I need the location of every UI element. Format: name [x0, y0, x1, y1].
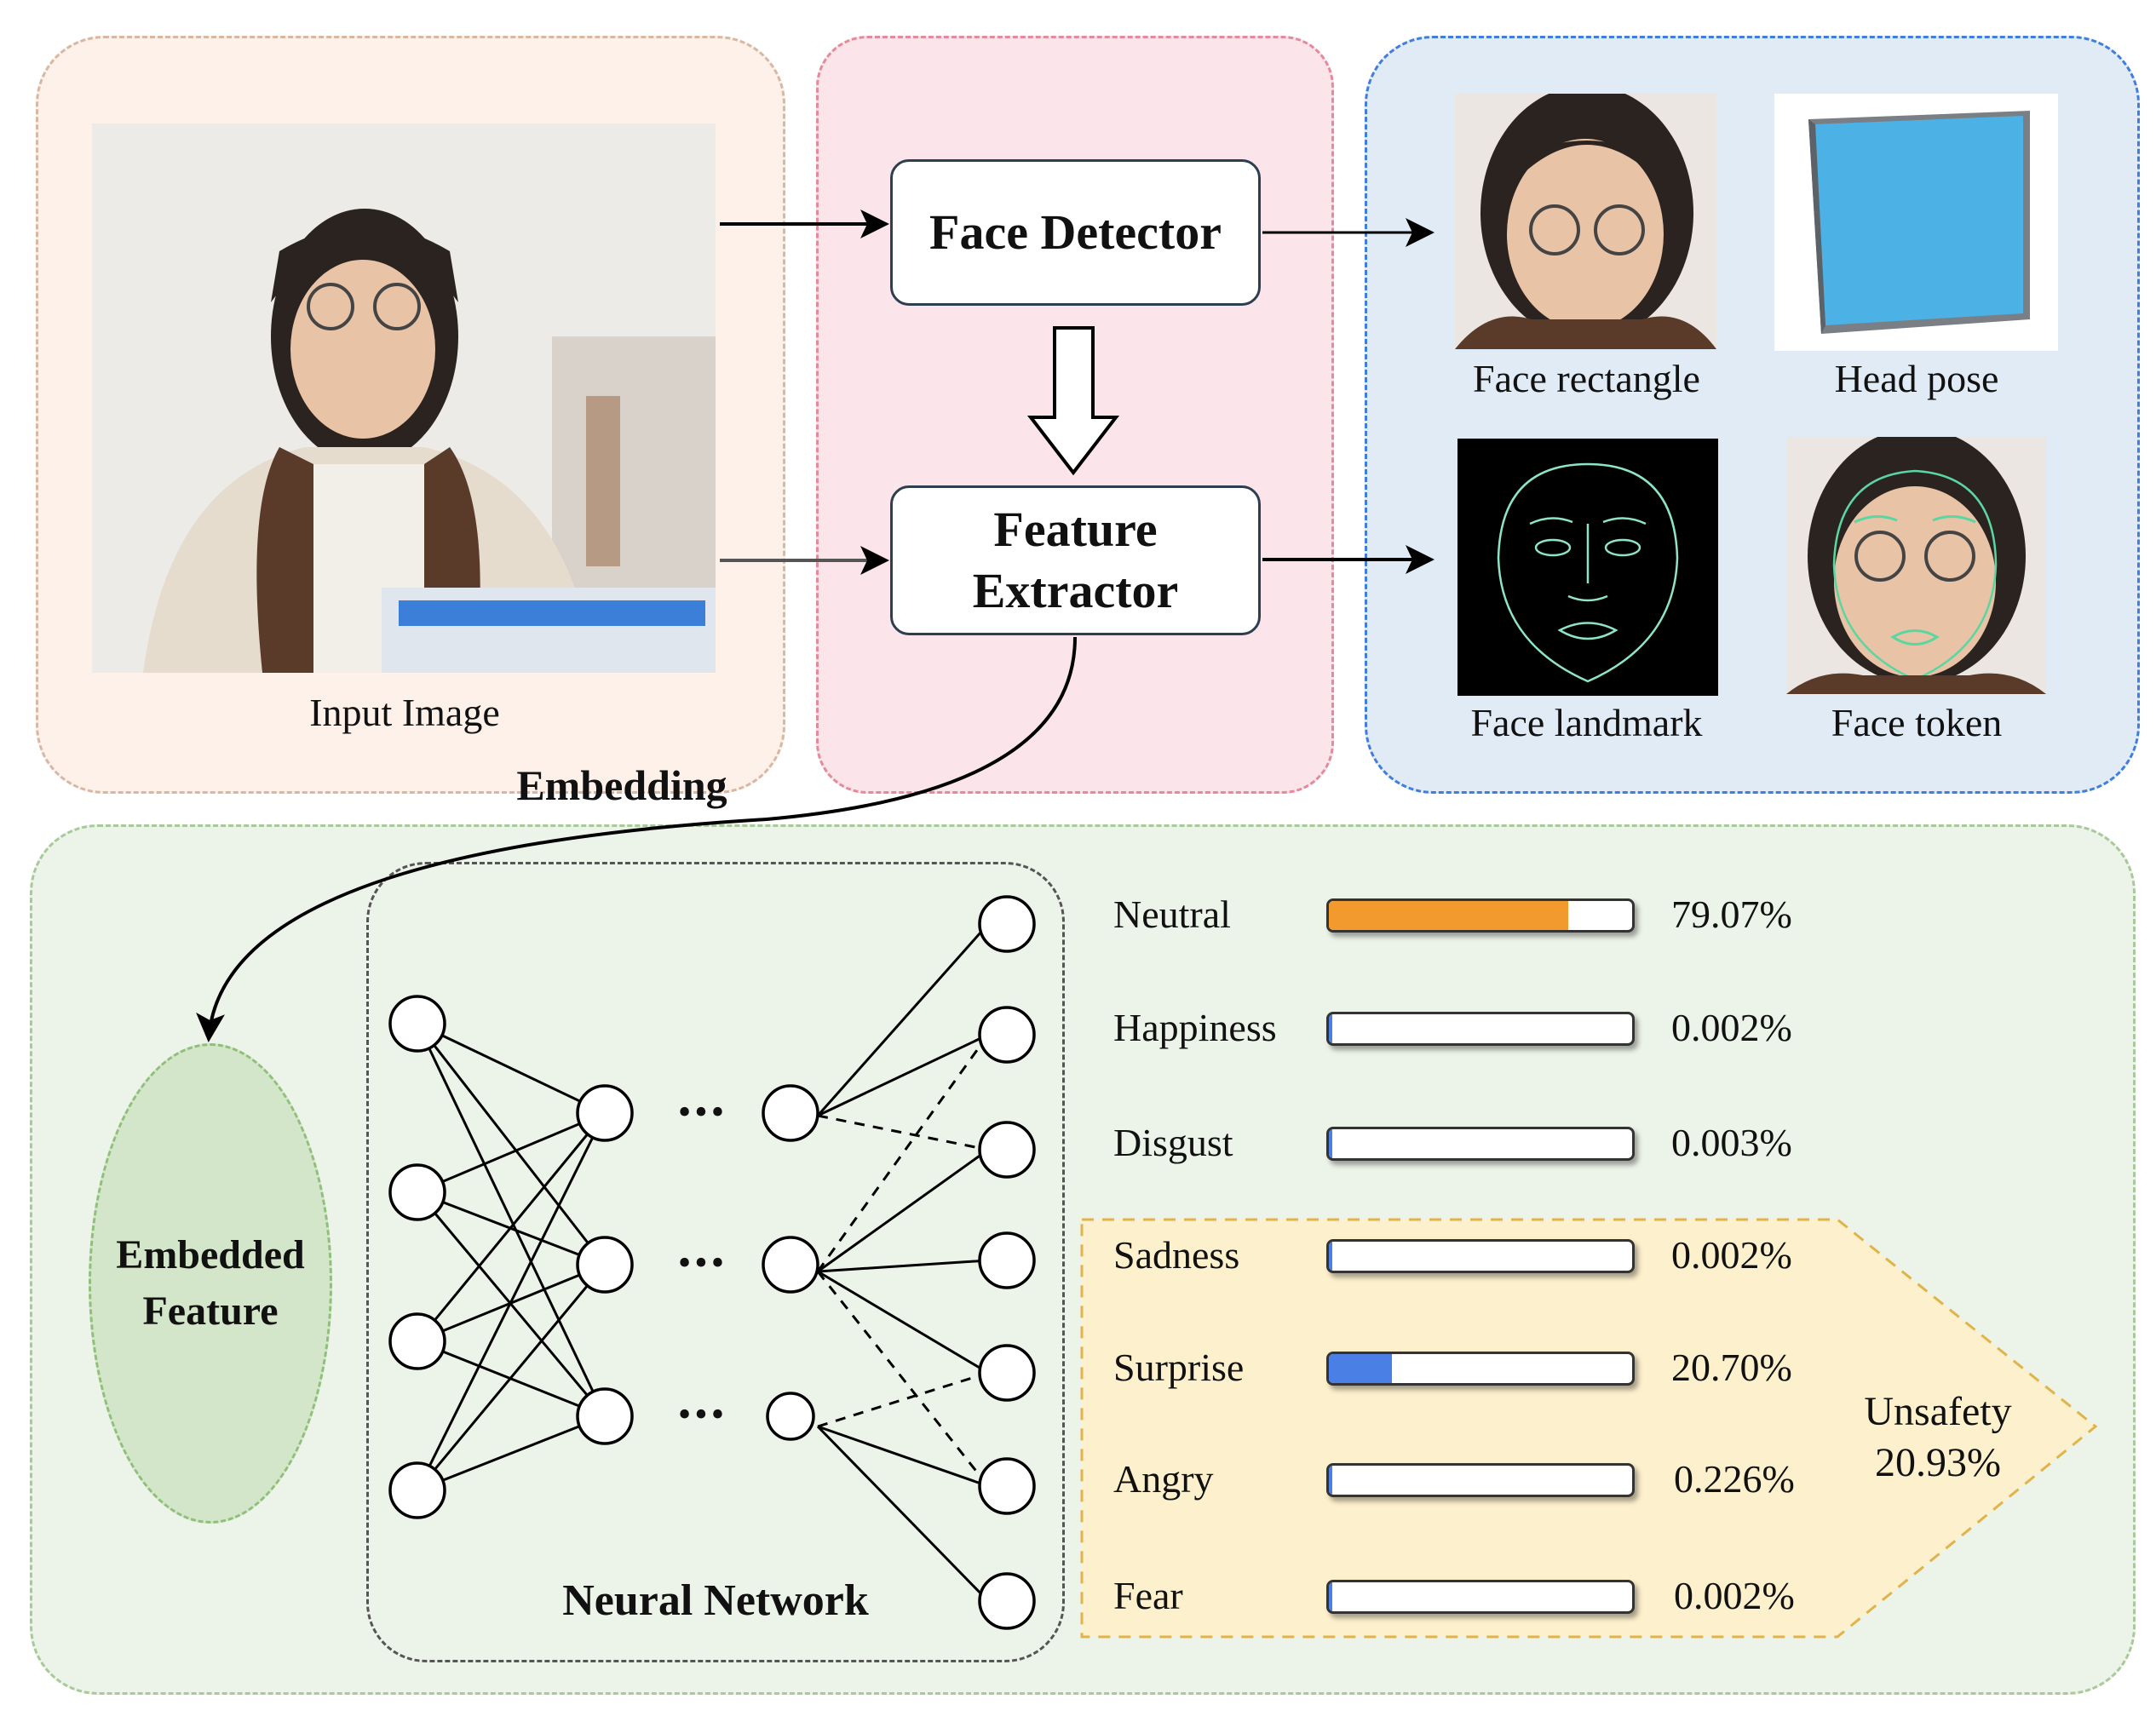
unsafety-label: Unsafety [1864, 1389, 2012, 1434]
nn-input-edges [416, 1022, 607, 1492]
emotion-value: 0.003% [1671, 1121, 1792, 1164]
face-rectangle-image [1455, 94, 1716, 349]
emotion-value: 0.002% [1674, 1574, 1795, 1617]
embedded-feature-node: Embedded Feature [89, 1043, 332, 1524]
nn-hidden-node [576, 1387, 634, 1445]
nn-hidden-node [576, 1084, 634, 1142]
emotion-bar-fill [1329, 1354, 1392, 1383]
embedded-feature-label-line2: Feature [142, 1289, 279, 1334]
emotion-bar-fill [1329, 1582, 1332, 1611]
emotion-bar [1326, 1352, 1635, 1386]
emotion-label: Happiness [1113, 1006, 1277, 1049]
nn-ellipsis: ••• [677, 1393, 728, 1435]
nn-output-node [978, 1231, 1036, 1289]
neural-network-label: Neural Network [562, 1576, 869, 1625]
nn-output-node [978, 1457, 1036, 1515]
face-rectangle-caption: Face rectangle [1473, 357, 1700, 400]
emotion-bar [1326, 1012, 1635, 1046]
emotion-value: 0.002% [1671, 1006, 1792, 1049]
emotion-value: 0.002% [1671, 1233, 1792, 1277]
nn-ellipsis: ••• [677, 1242, 728, 1283]
face-token-image [1786, 437, 2046, 694]
face-token-caption: Face token [1831, 701, 2003, 744]
feature-extractor-box: Feature Extractor [890, 485, 1261, 635]
nn-input-node [388, 1312, 446, 1370]
face-detector-box: Face Detector [890, 159, 1261, 306]
embedded-feature-label-line1: Embedded [116, 1232, 305, 1277]
head-pose-image [1774, 94, 2058, 351]
emotion-bar-fill [1329, 1242, 1332, 1271]
nn-hidden-node [576, 1236, 634, 1294]
arrow-detector-to-extractor [1026, 326, 1120, 476]
emotion-label: Sadness [1113, 1233, 1240, 1277]
emotion-label: Angry [1113, 1457, 1214, 1501]
nn-input-node [388, 1163, 446, 1221]
nn-output-node [978, 1006, 1036, 1064]
nn-output-node [978, 1344, 1036, 1402]
emotion-bar-fill [1329, 901, 1568, 930]
emotion-bar [1326, 1580, 1635, 1614]
input-image [92, 123, 716, 673]
feature-extractor-label-line1: Feature [993, 502, 1158, 557]
nn-output-node [978, 1572, 1036, 1630]
neural-network-container [366, 862, 1065, 1662]
nn-output-node [978, 895, 1036, 953]
input-image-caption: Input Image [309, 691, 500, 734]
nn-nodes [388, 895, 1036, 1630]
embedding-label: Embedding [516, 761, 727, 809]
nn-hidden-node [766, 1392, 815, 1441]
nn-output-edges [816, 923, 990, 1603]
unsafety-value: 20.93% [1875, 1440, 2001, 1485]
emotion-value: 79.07% [1671, 893, 1792, 936]
emotion-label: Neutral [1113, 893, 1231, 936]
emotion-bar [1326, 1463, 1635, 1497]
nn-ellipsis: ••• [677, 1091, 728, 1133]
emotion-bar [1326, 1127, 1635, 1161]
head-pose-caption: Head pose [1834, 357, 1999, 400]
feature-extractor-label-line2: Extractor [972, 563, 1179, 618]
face-landmark-caption: Face landmark [1470, 701, 1703, 744]
emotion-bar-fill [1329, 1014, 1332, 1043]
emotion-bar [1326, 1239, 1635, 1273]
emotion-value: 20.70% [1671, 1346, 1792, 1389]
nn-output-node [978, 1121, 1036, 1179]
emotion-label: Surprise [1113, 1346, 1245, 1389]
face-landmark-image [1457, 439, 1718, 696]
nn-input-node [388, 995, 446, 1053]
emotion-bar-fill [1329, 1129, 1332, 1158]
face-detector-label: Face Detector [929, 204, 1222, 260]
nn-hidden-node [762, 1084, 819, 1142]
emotion-bar [1326, 898, 1635, 933]
nn-hidden-node [762, 1236, 819, 1294]
emotion-bar-fill [1329, 1466, 1332, 1495]
emotion-label: Disgust [1113, 1121, 1233, 1164]
emotion-label: Fear [1113, 1574, 1183, 1617]
nn-input-node [388, 1461, 446, 1519]
emotion-value: 0.226% [1674, 1457, 1795, 1501]
arrow-embedding-curve [196, 636, 1077, 1042]
